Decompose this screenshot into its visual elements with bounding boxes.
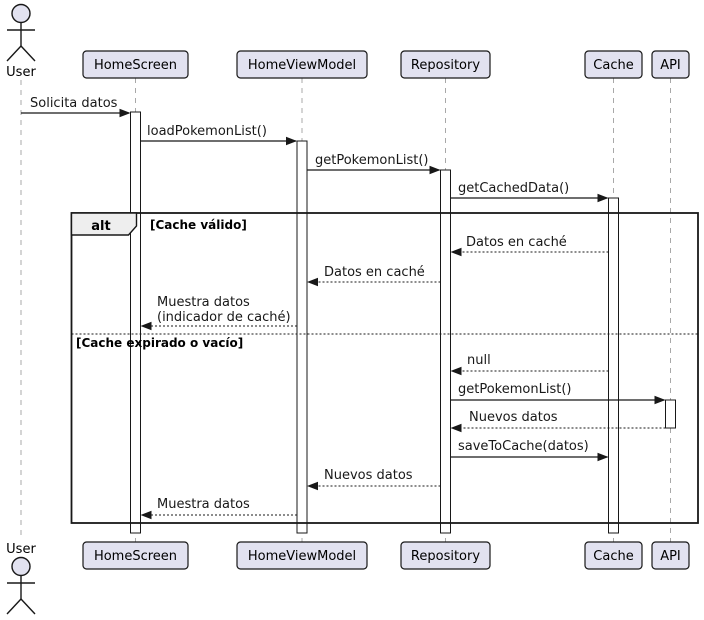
participant-repository-bottom: Repository [400,541,491,570]
actor-head-icon [11,3,31,24]
svg-text:getPokemonList(): getPokemonList() [458,382,571,397]
activation-bars [130,111,676,534]
activation-homescreen [130,111,141,534]
svg-text:Muestra datos: Muestra datos [157,497,250,512]
participant-label: HomeScreen [94,58,177,73]
participant-repository-top: Repository [400,50,491,79]
svg-text:Nuevos datos: Nuevos datos [324,468,413,483]
arrowhead-right-icon [429,165,441,175]
message-nuevos-datos-api: Nuevos datos [450,410,666,433]
participant-label: API [660,549,681,564]
arrowhead-left-icon [450,247,462,257]
arrowhead-left-icon [140,321,152,331]
message-loadpokemonlist: loadPokemonList() [140,124,297,146]
actor-user-bottom: User [6,542,36,615]
arrowhead-right-icon [286,136,297,146]
arrowhead-right-icon [597,452,609,462]
message-solicita-datos: Solicita datos [21,96,131,118]
alt-guard-expired: [Cache expirado o vacío] [76,336,243,350]
activation-homeviewmodel [296,140,308,534]
svg-text:Datos en caché: Datos en caché [324,265,425,280]
arrowhead-left-icon [307,481,318,491]
participant-label: HomeScreen [94,549,177,564]
participant-api-bottom: API [651,541,690,570]
arrowhead-left-icon [307,277,318,287]
actor-label-top: User [6,65,36,80]
participant-label: Cache [593,58,633,73]
message-muestra-datos-final: Muestra datos [140,497,297,520]
participants-bottom: HomeScreen HomeViewModel Repository Cach… [82,541,690,570]
message-datos-en-cache-1: Datos en caché [450,235,609,257]
svg-text:(indicador de caché): (indicador de caché) [157,310,291,325]
svg-text:saveToCache(datos): saveToCache(datos) [458,439,589,454]
alt-guard-valid: [Cache válido] [150,218,247,232]
svg-text:Solicita datos: Solicita datos [30,96,118,111]
arrowhead-left-icon [450,366,462,376]
participant-label: Repository [411,549,480,564]
arrowhead-left-icon [140,510,152,520]
alt-frame-border [70,212,699,524]
actor-head-icon [11,556,31,577]
activation-cache [608,197,619,534]
message-nuevos-datos-vm: Nuevos datos [307,468,441,491]
actor-label-bottom: User [6,542,36,557]
svg-text:Muestra datos: Muestra datos [157,295,250,310]
alt-operator-pentagon [70,212,138,236]
messages: Solicita datos loadPokemonList() getPoke… [21,96,666,520]
participant-homescreen-top: HomeScreen [82,50,189,79]
activation-api [665,399,676,429]
svg-text:null: null [467,353,491,368]
participants-top: HomeScreen HomeViewModel Repository Cach… [82,50,690,79]
actor-user-top: User [6,3,36,80]
participant-api-top: API [651,50,690,79]
svg-text:Nuevos datos: Nuevos datos [469,410,558,425]
participant-label: Repository [411,58,480,73]
participant-homeviewmodel-bottom: HomeViewModel [236,541,368,570]
arrowhead-right-icon [597,193,609,203]
svg-text:loadPokemonList(): loadPokemonList() [147,124,267,139]
alt-frame: alt [Cache válido] [Cache expirado o vac… [70,212,699,524]
participant-cache-bottom: Cache [584,541,643,570]
participant-cache-top: Cache [584,50,643,79]
svg-text:Datos en caché: Datos en caché [466,235,567,250]
message-getpokemonlist-vm: getPokemonList() [307,153,441,175]
arrowhead-right-icon [654,395,666,405]
participant-label: HomeViewModel [248,58,356,73]
arrowhead-left-icon [450,423,462,433]
participant-label: Cache [593,549,633,564]
arrowhead-right-icon [119,108,131,118]
message-savetocache: saveToCache(datos) [450,439,609,462]
alt-operator-label: alt [91,219,110,234]
participant-label: HomeViewModel [248,549,356,564]
participant-label: API [660,58,681,73]
message-muestra-datos-indicador: Muestra datos (indicador de caché) [140,295,297,331]
message-null: null [450,353,609,376]
svg-text:getCachedData(): getCachedData() [458,181,569,196]
activation-repository [440,169,451,534]
message-getpokemonlist-api: getPokemonList() [450,382,666,405]
participant-homescreen-bottom: HomeScreen [82,541,189,570]
participant-homeviewmodel-top: HomeViewModel [236,50,368,79]
message-datos-en-cache-2: Datos en caché [307,265,441,287]
svg-text:getPokemonList(): getPokemonList() [315,153,428,168]
message-getcacheddata: getCachedData() [450,181,609,203]
